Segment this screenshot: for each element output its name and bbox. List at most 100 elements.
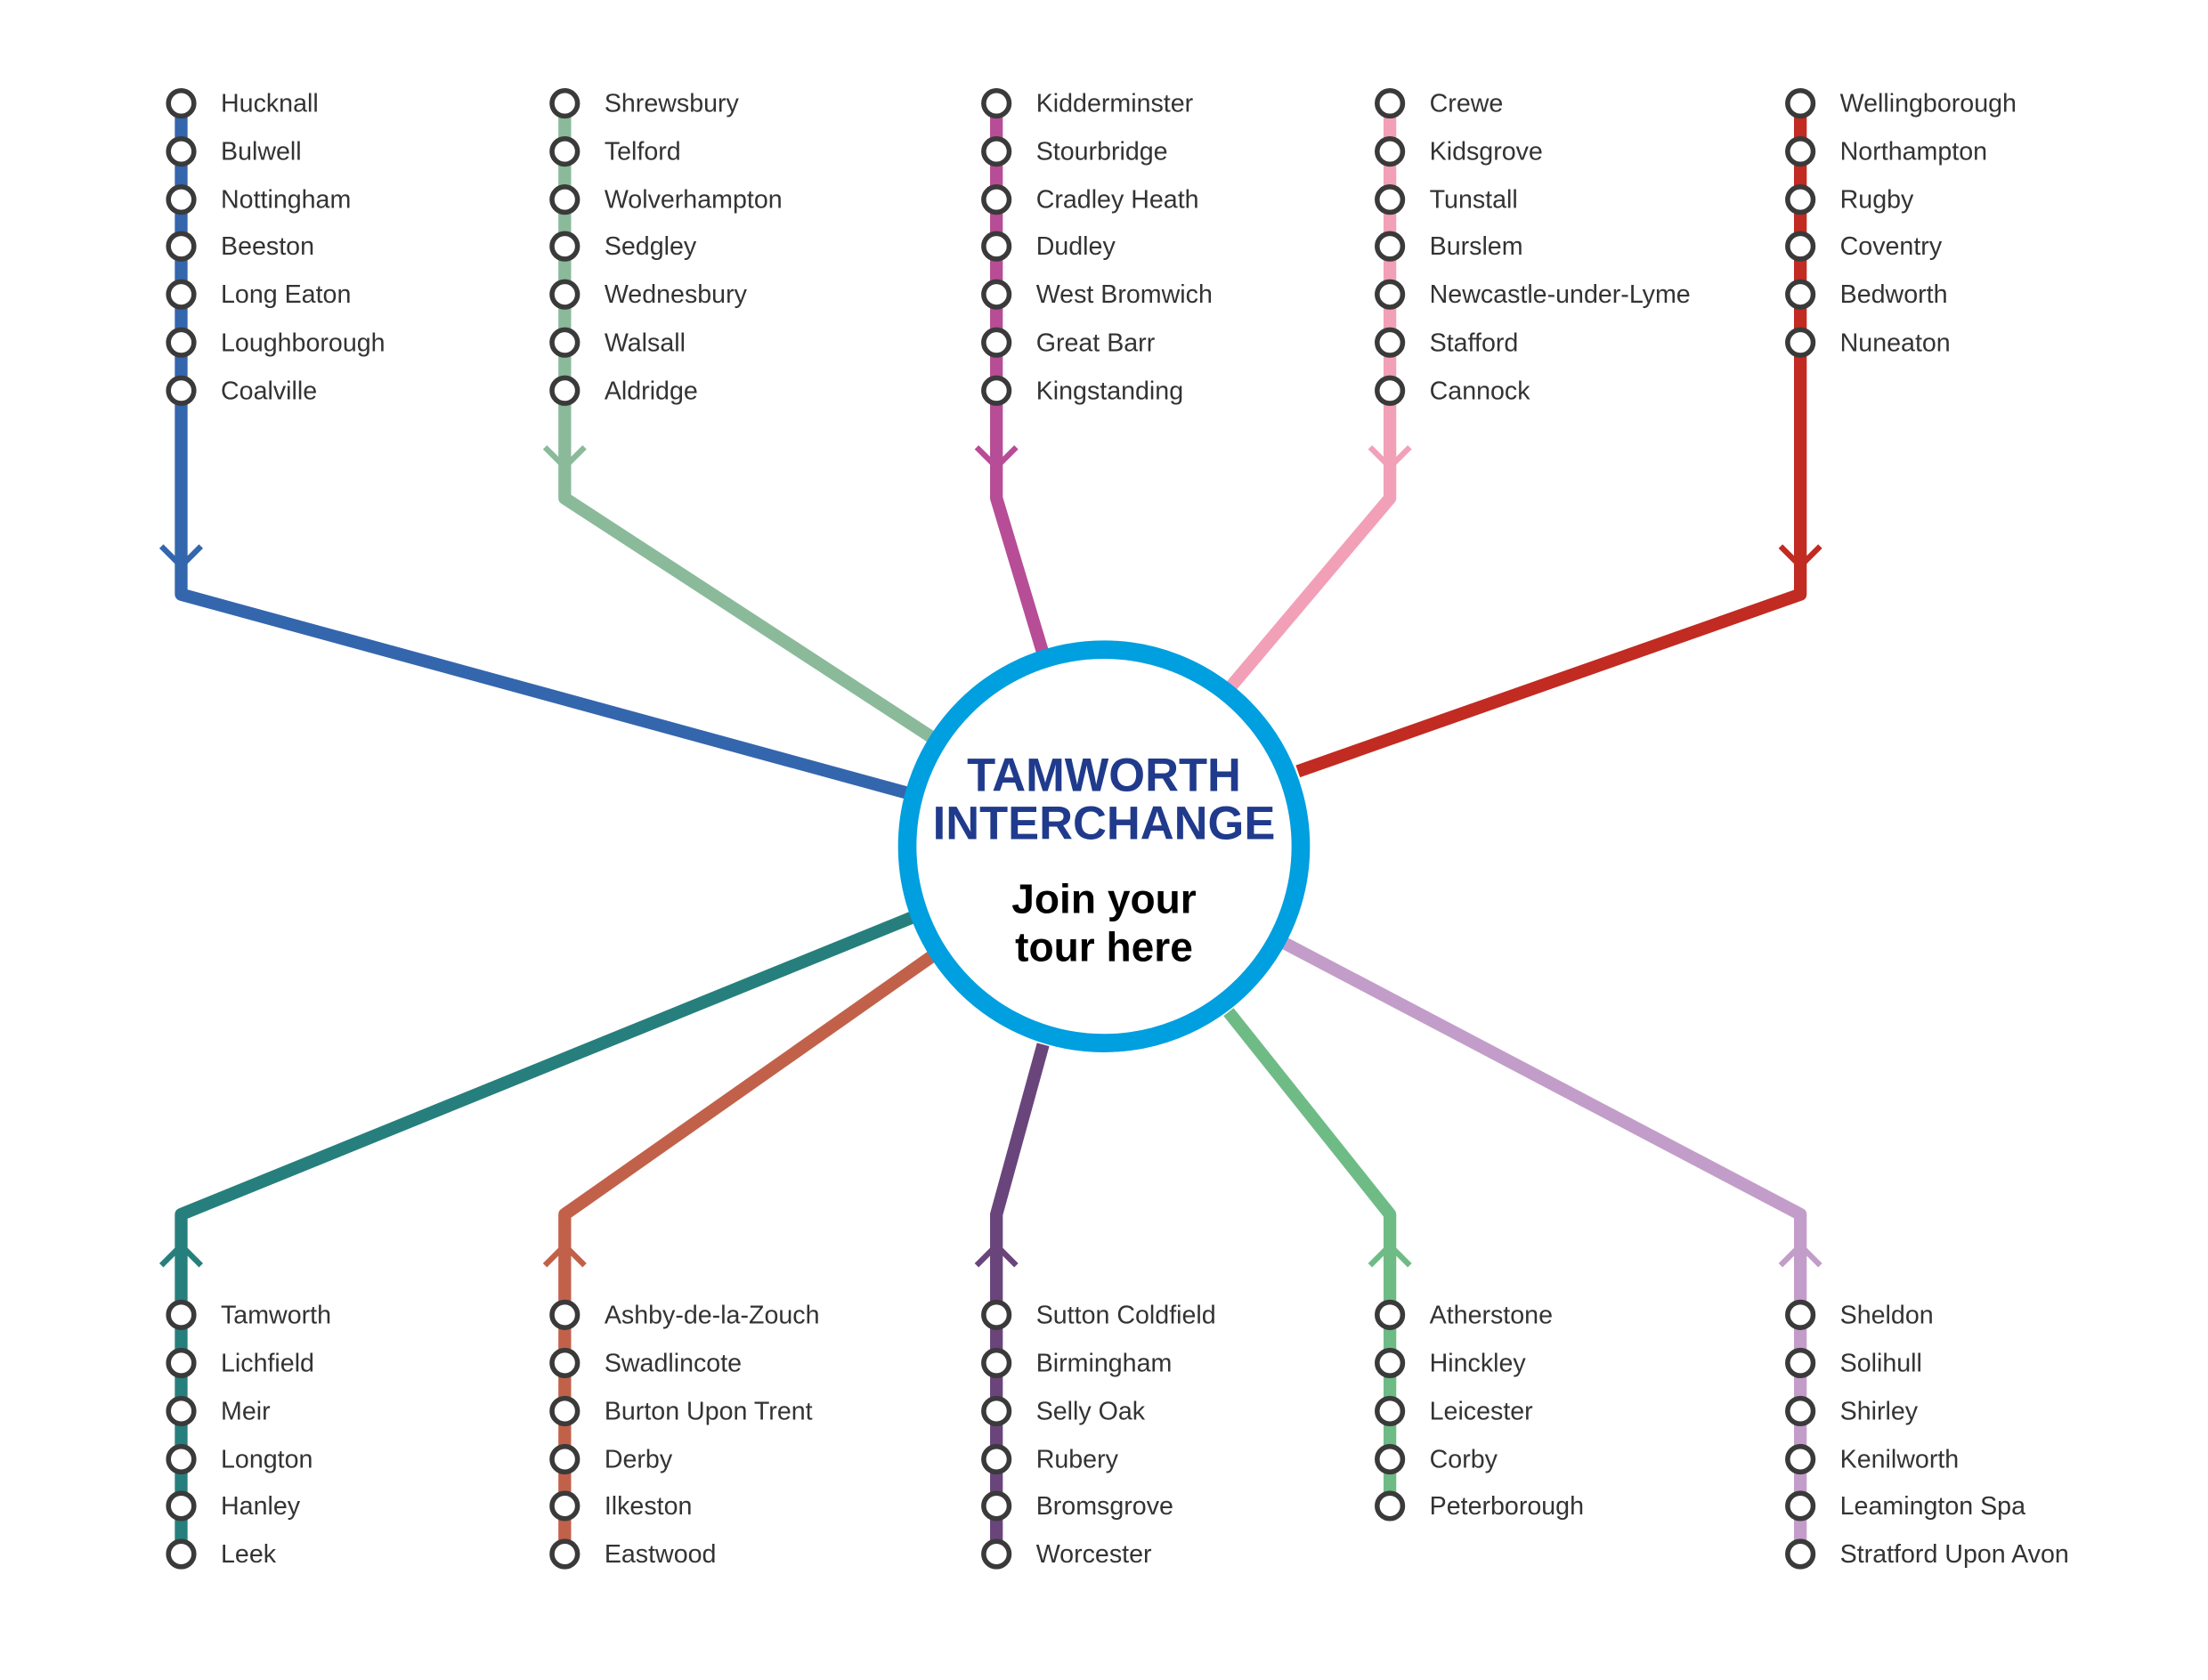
station-label: Wellingborough (1840, 90, 2017, 118)
station-label: Burton Upon Trent (605, 1397, 813, 1425)
station-label: Birmingham (1036, 1349, 1173, 1377)
hub-subtitle-line2: tour here (1015, 923, 1193, 970)
station-label: Long Eaton (221, 280, 351, 309)
station-label: Leamington Spa (1840, 1492, 2025, 1521)
station-label: Worcester (1036, 1540, 1152, 1569)
direction-arrow-icon (1368, 445, 1412, 472)
station-label: Ilkeston (605, 1492, 693, 1521)
direction-arrow-icon (974, 445, 1019, 472)
station-label: Hanley (221, 1492, 301, 1521)
station-marker-icon (549, 1538, 580, 1570)
station-label: Hinckley (1430, 1349, 1527, 1377)
station-label: Cradley Heath (1036, 186, 1199, 215)
route-wellingborough: WellingboroughNorthamptonRugbyCoventryBe… (1295, 87, 2017, 778)
station-label: Longton (221, 1446, 313, 1474)
station-label: Kidderminster (1036, 90, 1194, 118)
station-marker-icon (1375, 375, 1406, 406)
station-label: Stratford Upon Avon (1840, 1540, 2069, 1569)
station-label: Stafford (1430, 329, 1519, 357)
station-marker-icon (1375, 136, 1406, 167)
direction-arrow-icon (158, 544, 204, 571)
station-marker-icon (549, 1490, 580, 1522)
station-label: Swadlincote (605, 1349, 742, 1377)
station-marker-icon (981, 375, 1012, 406)
station-label: Wednesbury (605, 280, 748, 309)
station-marker-icon (166, 1490, 197, 1522)
station-marker-icon (981, 87, 1012, 119)
station-marker-icon (549, 184, 580, 215)
station-label: Wolverhampton (605, 186, 783, 215)
station-marker-icon (1375, 1299, 1406, 1330)
station-label: Aldridge (605, 377, 698, 405)
station-label: Rubery (1036, 1446, 1119, 1474)
station-label: Leicester (1430, 1397, 1534, 1425)
direction-arrow-icon (1368, 1241, 1412, 1268)
station-marker-icon (166, 1538, 197, 1570)
station-marker-icon (1375, 184, 1406, 215)
route-line (1223, 103, 1397, 694)
station-marker-icon (1785, 184, 1816, 215)
station-label: Sheldon (1840, 1301, 1934, 1329)
direction-arrow-icon (158, 1241, 204, 1268)
station-marker-icon (166, 184, 197, 215)
station-label: Ashby-de-la-Zouch (605, 1301, 820, 1329)
station-marker-icon (1785, 136, 1816, 167)
station-marker-icon (549, 1299, 580, 1330)
station-label: Atherstone (1430, 1301, 1553, 1329)
hub-title-line2: INTERCHANGE (933, 799, 1276, 850)
station-marker-icon (981, 1443, 1012, 1475)
direction-arrow-icon (542, 1241, 587, 1268)
station-label: Nuneaton (1840, 329, 1951, 357)
station-label: Selly Oak (1036, 1397, 1146, 1425)
station-label: Nottingham (221, 186, 351, 215)
station-marker-icon (1785, 1299, 1816, 1330)
station-marker-icon (166, 1299, 197, 1330)
station-label: Burslem (1430, 232, 1523, 261)
station-label: Beeston (221, 232, 314, 261)
station-label: Tunstall (1430, 186, 1518, 215)
station-label: West Bromwich (1036, 280, 1213, 309)
station-marker-icon (981, 184, 1012, 215)
station-marker-icon (1785, 1490, 1816, 1522)
station-label: Loughborough (221, 329, 386, 357)
station-marker-icon (166, 1443, 197, 1475)
station-label: Bromsgrove (1036, 1492, 1173, 1521)
station-label: Kenilworth (1840, 1446, 1960, 1474)
station-marker-icon (549, 279, 580, 310)
station-label: Coalville (221, 377, 317, 405)
route-line (175, 103, 908, 799)
station-marker-icon (1375, 279, 1406, 310)
station-label: Shirley (1840, 1397, 1919, 1425)
direction-arrow-icon (1778, 544, 1822, 571)
station-label: Coventry (1840, 232, 1943, 261)
station-label: Walsall (605, 329, 686, 357)
route-sheldon: SheldonSolihullShirleyKenilworthLeamingt… (1278, 935, 2069, 1570)
station-marker-icon (549, 136, 580, 167)
station-marker-icon (981, 279, 1012, 310)
station-label: Bedworth (1840, 280, 1948, 309)
station-marker-icon (166, 375, 197, 406)
station-marker-icon (549, 1443, 580, 1475)
route-line (1278, 935, 1807, 1554)
station-marker-icon (549, 231, 580, 262)
station-label: Stourbridge (1036, 138, 1168, 166)
station-label: Kingstanding (1036, 377, 1183, 405)
station-marker-icon (166, 327, 197, 358)
route-line (1223, 1008, 1397, 1506)
station-label: Derby (605, 1446, 673, 1474)
station-label: Northampton (1840, 138, 1987, 166)
station-marker-icon (981, 1395, 1012, 1427)
station-label: Shrewsbury (605, 90, 740, 118)
station-marker-icon (549, 375, 580, 406)
station-label: Rugby (1840, 186, 1914, 215)
station-marker-icon (166, 1347, 197, 1378)
station-marker-icon (981, 136, 1012, 167)
station-label: Corby (1430, 1446, 1498, 1474)
station-marker-icon (981, 231, 1012, 262)
station-marker-icon (1375, 1347, 1406, 1378)
station-marker-icon (1785, 1395, 1816, 1427)
station-label: Sutton Coldfield (1036, 1301, 1216, 1329)
